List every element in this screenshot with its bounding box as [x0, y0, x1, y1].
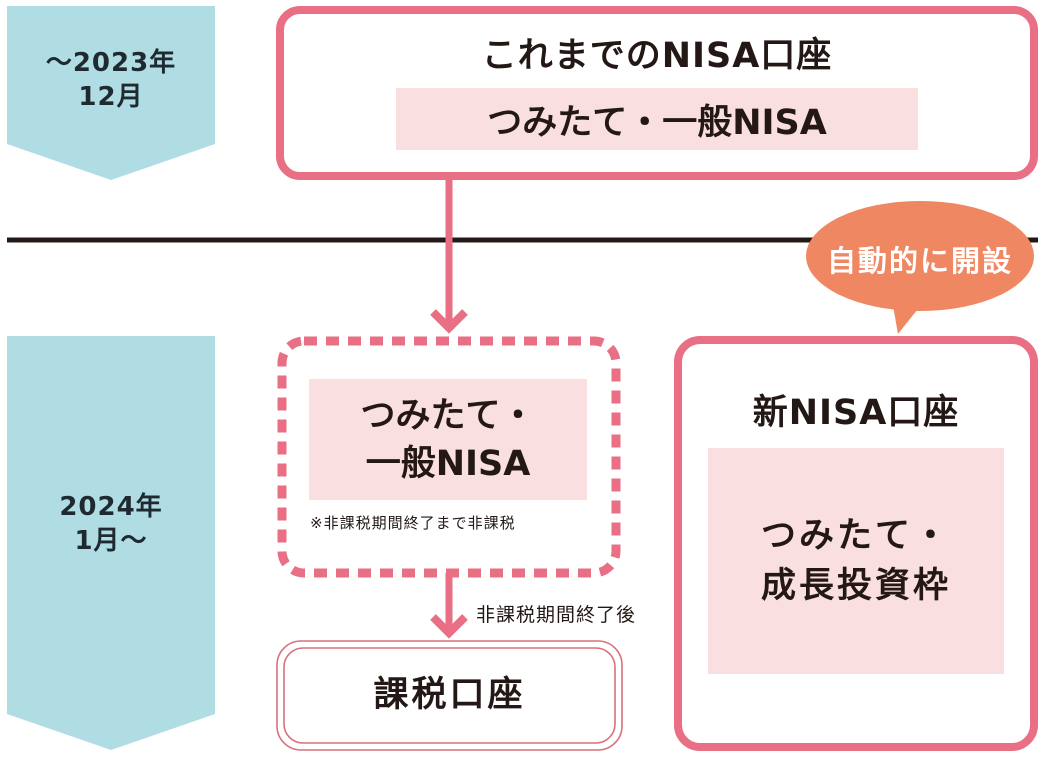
legacy-account-inner: つみたて・ 一般NISA: [309, 379, 587, 500]
existing-account-inner-label: つみたて・一般NISA: [487, 102, 827, 143]
auto-open-bubble-text: 自動的に開設: [826, 244, 1013, 278]
existing-account-title: これまでのNISA口座: [481, 36, 833, 76]
period-band-after: [7, 336, 215, 750]
period-band-before: [7, 6, 215, 180]
legacy-account-line1: つみたて・: [360, 395, 536, 436]
period-before-line2: 12月: [78, 82, 144, 112]
period-before-line1: 〜2023年: [45, 48, 177, 78]
period-after-line2: 1月〜: [74, 526, 148, 556]
period-before-label: 〜2023年 12月: [7, 46, 215, 114]
legacy-account-note: ※非課税期間終了まで非課税: [310, 514, 516, 532]
new-account-line1: つみたて・: [760, 516, 951, 556]
taxable-account-frame-inner: [283, 647, 616, 744]
period-after-label: 2024年 1月〜: [7, 490, 215, 558]
taxable-account-label: 課税口座: [373, 675, 526, 715]
new-account-title: 新NISA口座: [752, 393, 960, 433]
new-account-inner: つみたて・ 成長投資枠: [708, 448, 1004, 674]
arrow-head-top: [430, 309, 468, 334]
arrow-head-bottom: [430, 614, 468, 639]
bubble-body: [806, 201, 1034, 311]
taxable-account-frame-outer: [276, 640, 623, 751]
legacy-account-line2: 一般NISA: [365, 443, 531, 484]
transition-label: 非課税期間終了後: [476, 604, 637, 626]
period-after-line1: 2024年: [59, 492, 163, 522]
new-account-line2: 成長投資枠: [760, 566, 951, 606]
existing-account-inner: つみたて・一般NISA: [396, 88, 918, 150]
